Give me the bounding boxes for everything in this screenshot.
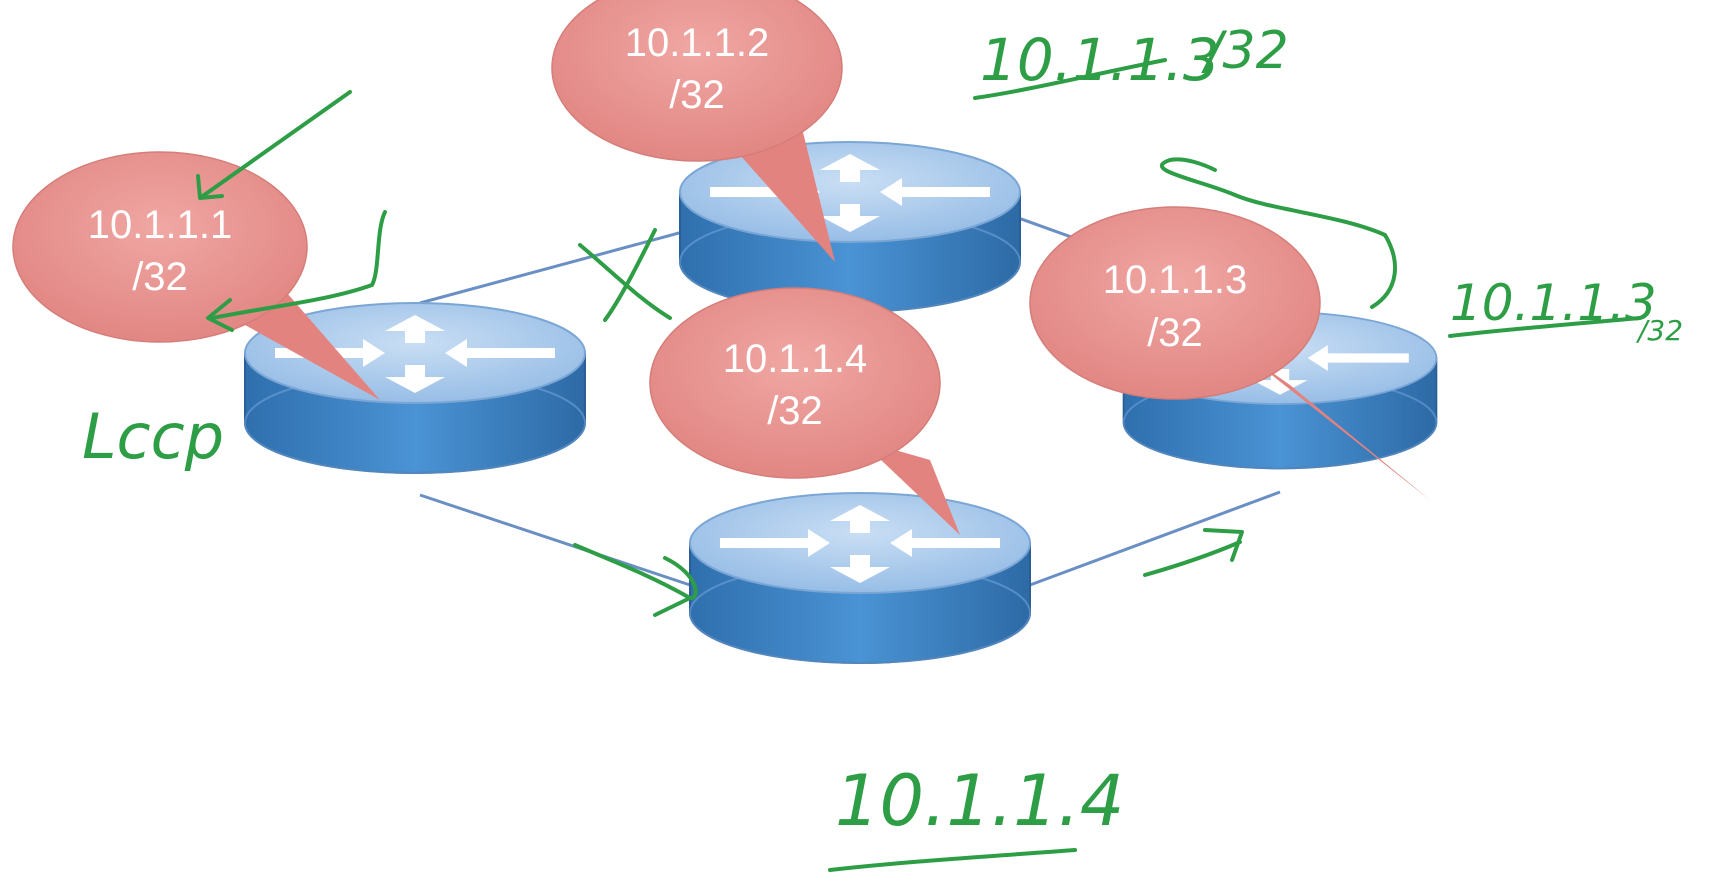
bubble-top-ip: 10.1.1.2 (625, 21, 770, 65)
bubble-router-right: 10.1.1.3 /32 (1029, 206, 1430, 500)
bubble-top-mask: /32 (669, 73, 725, 117)
bubble-router-left: 10.1.1.1 /32 (12, 151, 380, 400)
right-ip-label: 10.1.1.3 (1450, 274, 1657, 332)
link-bottom-right (1029, 490, 1281, 587)
arrow-bottom-to-right-icon (1143, 528, 1244, 577)
bubble-left-mask: /32 (132, 255, 188, 299)
bubble-bottom-mask: /32 (767, 389, 823, 433)
bubble-bottom-ip: 10.1.1.4 (723, 337, 868, 381)
link-cross-mark-icon (578, 228, 672, 322)
link-left-top (419, 228, 691, 305)
bubble-right-mask: /32 (1147, 311, 1203, 355)
handwritten-annotations: Lccp 10.1.1.3 /32 10.1.1.3 /32 10.1.1.4 (82, 21, 1683, 872)
underline-bottom (828, 848, 1077, 872)
bubble-router-top: 10.1.1.2 /32 (551, 0, 843, 262)
router-top (679, 141, 1021, 313)
bubble-left-ip: 10.1.1.1 (88, 203, 233, 247)
bubble-right-ip: 10.1.1.3 (1103, 258, 1248, 302)
router-bottom (689, 492, 1031, 664)
underline-right (1448, 316, 1642, 338)
arrow-into-left-bubble-icon (206, 210, 387, 332)
top-right-mask-label: /32 (1201, 21, 1289, 81)
arrow-left-to-bottom-icon (573, 543, 698, 617)
link-left-bottom (419, 493, 691, 587)
right-mask-label: /32 (1635, 314, 1683, 347)
curved-arrow-top-right-icon (1159, 157, 1397, 309)
arrow-to-left-bubble-icon (196, 90, 352, 200)
bottom-ip-label: 10.1.1.4 (835, 760, 1124, 842)
bubble-router-bottom: 10.1.1.4 /32 (649, 287, 960, 535)
underline-top-right (973, 58, 1167, 100)
top-right-ip-label: 10.1.1.3 (980, 26, 1220, 94)
ldp-label: Lccp (82, 400, 224, 473)
